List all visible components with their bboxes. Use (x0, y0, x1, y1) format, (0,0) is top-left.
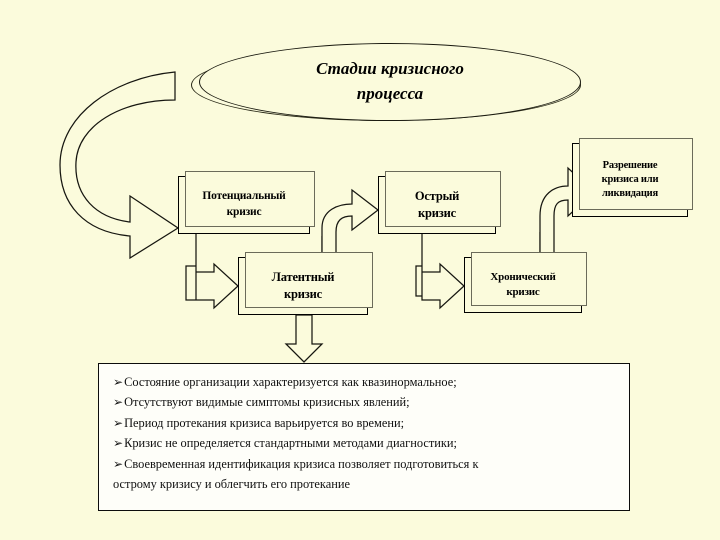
node-chronic-crisis[interactable]: Хронический кризис (464, 252, 587, 313)
node-label-line-2: кризиса или (601, 173, 659, 185)
node-label-line-1: Острый (414, 189, 460, 204)
node-label-line-1: Хронический (490, 271, 556, 284)
list-item: ➢Кризис не определяется стандартными мет… (113, 433, 617, 453)
node-latent-crisis[interactable]: Латентный кризис (238, 252, 373, 315)
bullet-arrow-icon: ➢ (113, 395, 124, 410)
list-item-continuation: острому кризису и облегчить его протекан… (113, 477, 351, 492)
bullet-arrow-icon: ➢ (113, 436, 124, 451)
node-potential-crisis[interactable]: Потенциальный кризис (178, 171, 315, 234)
node-label-line-1: Разрешение (602, 159, 658, 171)
node-label-line-1: Латентный (271, 270, 335, 285)
node-label-line-3: ликвидация (601, 188, 659, 200)
list-item-text: Отсутствуют видимые симптомы кризисных я… (124, 395, 410, 410)
edge-latent-notes (284, 314, 324, 363)
list-item-text: Своевременная идентификация кризиса позв… (124, 456, 479, 471)
node-label-line-1: Потенциальный (202, 190, 286, 203)
node-shadow-frame (185, 171, 315, 227)
edge-latent-acute (321, 188, 380, 263)
node-shadow-frame (385, 171, 501, 227)
node-label-line-2: кризис (284, 287, 322, 301)
node-shadow-frame (579, 138, 693, 210)
node-chronic-crisis-label: Хронический кризис (486, 270, 559, 300)
bullet-arrow-icon: ➢ (113, 375, 124, 389)
bullet-arrow-icon: ➢ (113, 456, 124, 471)
edge-acute-chronic (415, 234, 465, 310)
title-oval-outline (199, 43, 581, 121)
node-crisis-resolution[interactable]: Разрешение кризиса или ликвидация (572, 138, 693, 217)
list-item-text: Состояние организации характеризуется ка… (124, 375, 457, 389)
list-item-text: Кризис не определяется стандартными мето… (124, 436, 457, 451)
list-item: ➢Состояние организации характеризуется к… (113, 372, 617, 392)
title-line-1: Стадии кризисного (316, 59, 464, 79)
node-label-line-2: кризис (506, 286, 540, 298)
list-item: ➢Своевременная идентификация кризиса поз… (113, 454, 617, 474)
node-crisis-resolution-label: Разрешение кризиса или ликвидация (598, 159, 663, 202)
node-latent-crisis-label: Латентный кризис (268, 269, 339, 303)
cycle-block-arrow (59, 71, 180, 260)
node-acute-crisis[interactable]: Острый кризис (378, 171, 501, 234)
edge-potential-latent (185, 234, 239, 310)
node-shadow-frame (245, 252, 373, 308)
list-item-text: Период протекания кризиса варьируется во… (124, 415, 405, 430)
node-shadow-frame (471, 252, 587, 306)
node-label-line-2: кризис (226, 206, 262, 218)
list-item: ➢Отсутствуют видимые симптомы кризисных … (113, 392, 617, 412)
notes-textbox: ➢Состояние организации характеризуется к… (98, 363, 630, 511)
node-acute-crisis-label: Острый кризис (411, 188, 463, 222)
list-item: ➢Период протекания кризиса варьируется в… (113, 413, 617, 433)
bullet-arrow-icon: ➢ (113, 415, 124, 430)
node-potential-crisis-label: Потенциальный кризис (198, 189, 289, 220)
node-label-line-2: кризис (418, 206, 456, 220)
slide-title-oval: Стадии кризисного процесса (191, 43, 581, 121)
page-title: Стадии кризисного процесса (316, 57, 464, 106)
title-line-2: процесса (356, 84, 424, 103)
